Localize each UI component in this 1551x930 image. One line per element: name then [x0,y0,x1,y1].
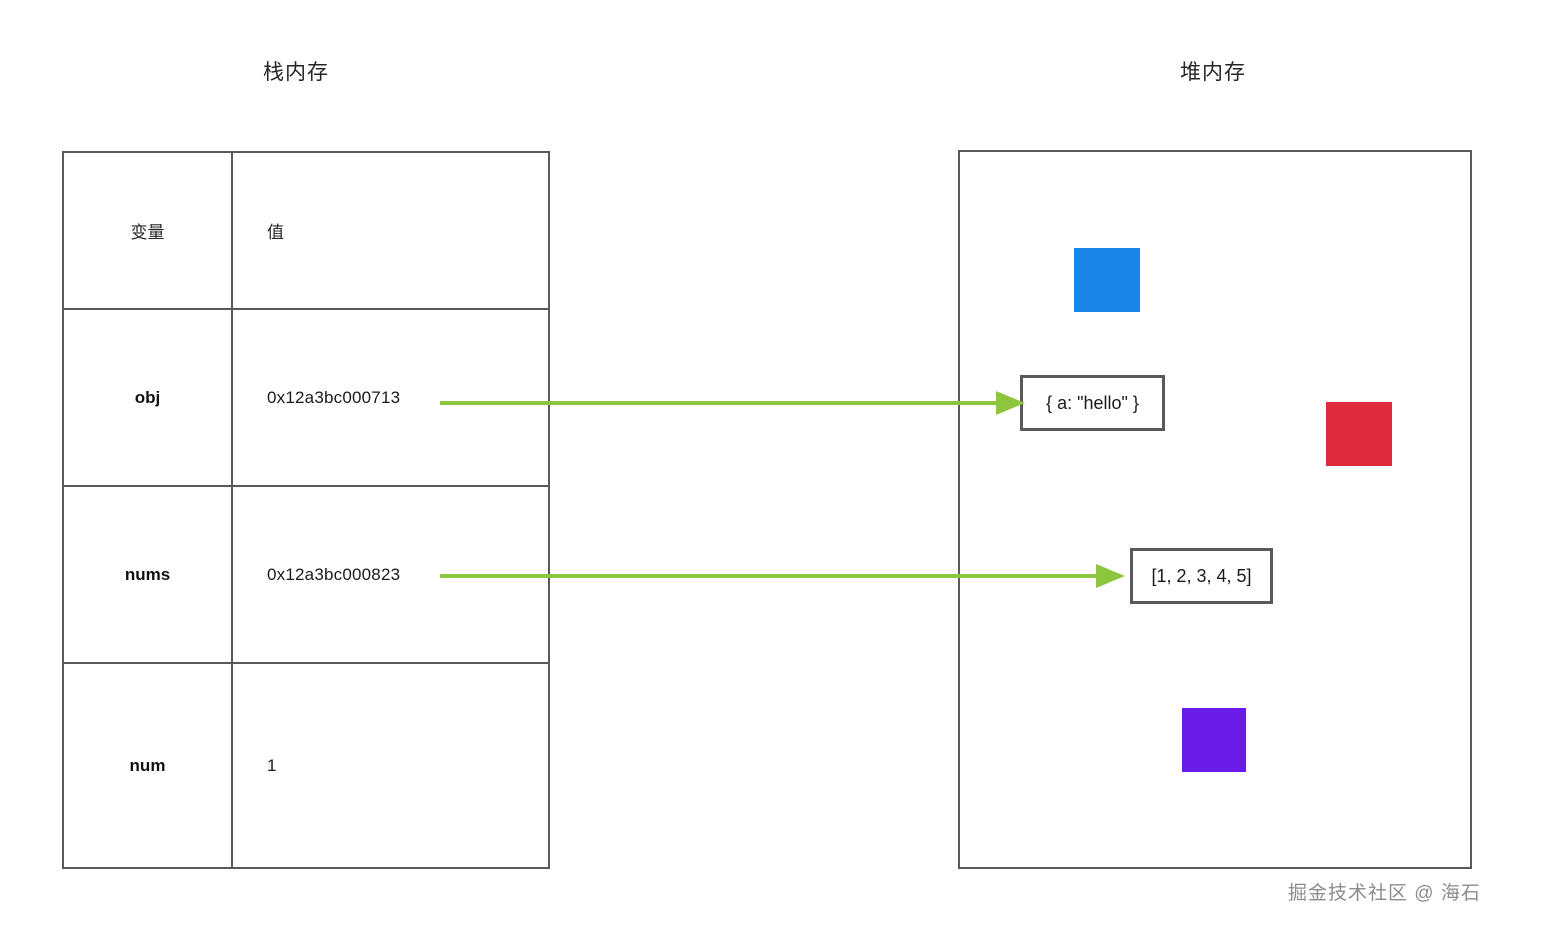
variable-value-obj: 0x12a3bc000713 [267,387,401,407]
stack-memory-table: 变量 值 obj 0x12a3bc000713 nums 0x12a3bc000… [62,151,550,869]
column-header-variable: 变量 [64,153,233,309]
watermark-text: 掘金技术社区 @ 海石 [1288,883,1481,904]
heap-memory-title: 堆内存 [1180,61,1246,84]
table-row: obj 0x12a3bc000713 [64,310,548,488]
heap-memory-container [958,150,1472,869]
stack-memory-title: 栈内存 [263,61,329,84]
heap-square-purple [1182,708,1246,772]
heap-array-box: [1, 2, 3, 4, 5] [1130,548,1273,604]
heap-square-red [1326,402,1392,466]
variable-name-num: num [64,664,233,867]
heap-square-blue [1074,248,1140,312]
table-row: nums 0x12a3bc000823 [64,487,548,665]
variable-value-num: 1 [267,755,277,775]
column-header-value: 值 [267,223,284,243]
variable-name-nums: nums [64,487,233,663]
variable-name-obj: obj [64,310,233,486]
table-header-row: 变量 值 [64,153,548,311]
heap-object-box: { a: "hello" } [1020,375,1165,431]
table-row: num 1 [64,664,548,867]
variable-value-nums: 0x12a3bc000823 [267,564,401,584]
